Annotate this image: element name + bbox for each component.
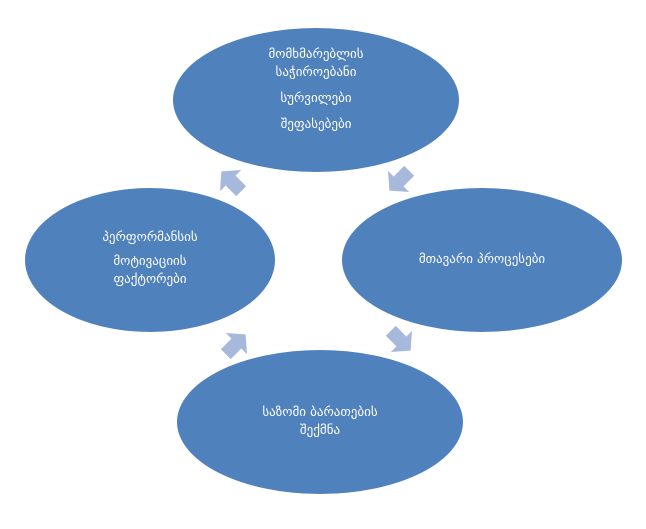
node-right-label: მთავარი პროცესები	[372, 251, 592, 269]
node-bottom-label: საზომი ბარათების შექმნა	[210, 404, 430, 440]
node-left-line-3: ფაქტორები	[113, 272, 187, 287]
node-top-line-2: საჭიროებანი	[275, 65, 357, 80]
node-bottom-line-1: საზომი ბარათების	[262, 405, 378, 420]
node-top-line-3: სურვილები	[280, 91, 352, 106]
node-top-label: მომხმარებლის საჭიროებანი სურვილები შეფას…	[216, 46, 416, 134]
arrow-top-to-right	[387, 165, 415, 193]
node-left-line-1: პერფორმანსის	[102, 230, 198, 245]
arrow-bottom-to-left	[220, 332, 248, 360]
node-right-shape	[342, 188, 622, 332]
node-left-line-2: მოტივაციის	[113, 254, 187, 269]
arrow-right-to-bottom	[385, 325, 413, 353]
node-bottom-line-2: შექმნა	[299, 423, 341, 438]
node-left-shape	[25, 188, 275, 332]
node-bottom-shape	[177, 350, 463, 494]
arrow-left-to-top	[219, 169, 247, 197]
node-left-label: პერფორმანსის მოტივაციის ფაქტორები	[55, 229, 245, 289]
node-right-line-1: მთავარი პროცესები	[418, 252, 546, 267]
node-top-shape	[173, 28, 459, 172]
node-top-line-4: შეფასებები	[280, 117, 352, 132]
node-top-line-1: მომხმარებლის	[268, 47, 364, 62]
